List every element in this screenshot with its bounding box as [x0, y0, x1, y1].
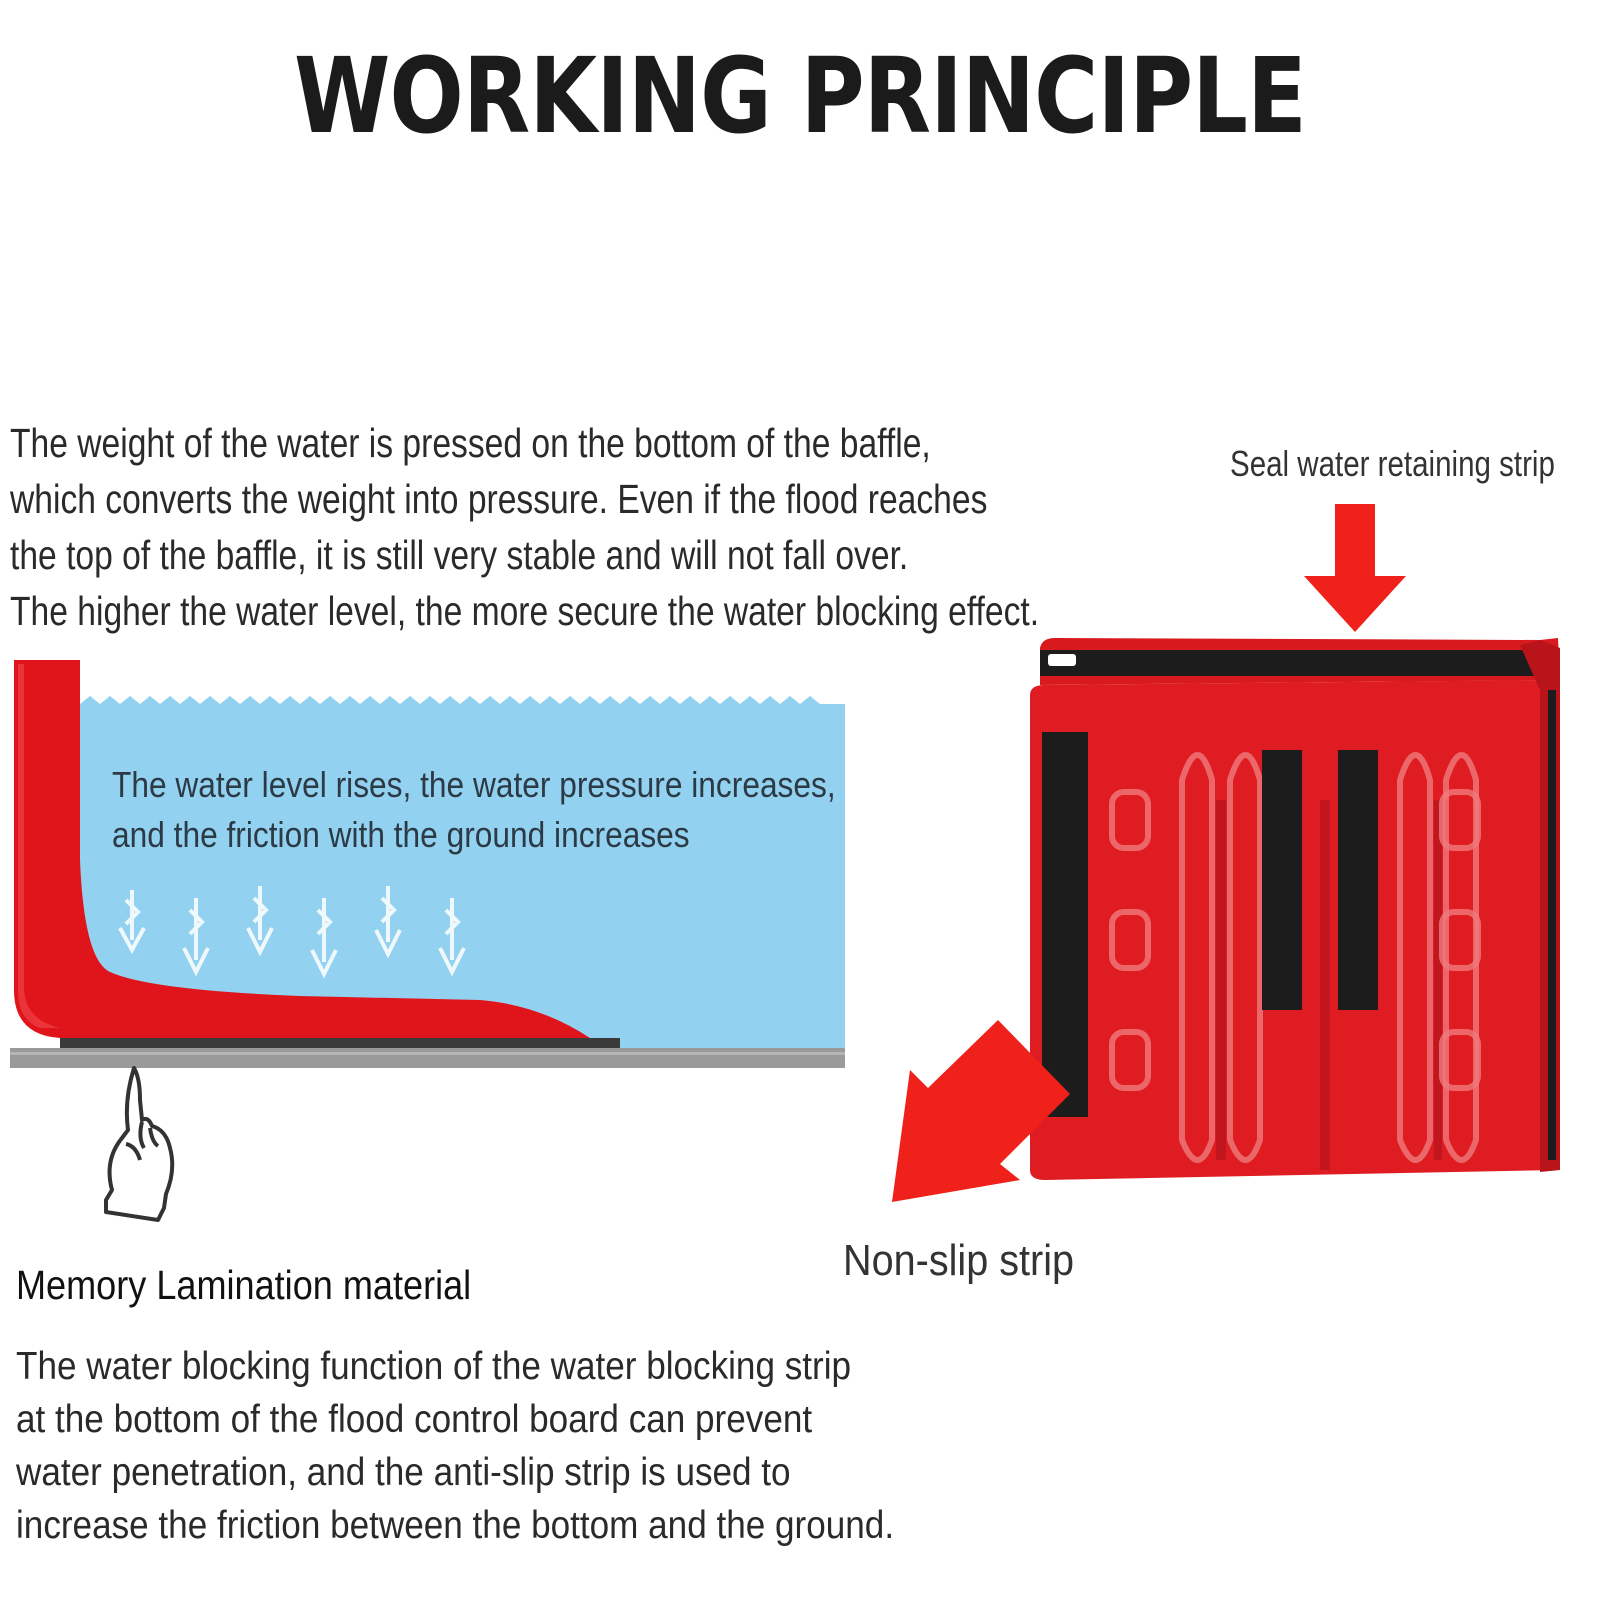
intro-line: the top of the baffle, it is still very …: [10, 532, 909, 578]
caption-line: and the friction with the ground increas…: [112, 814, 690, 855]
material-line: at the bottom of the flood control board…: [16, 1398, 813, 1441]
seal-strip-label: Seal water retaining strip: [1230, 443, 1555, 484]
non-slip-strip: [1042, 732, 1088, 1117]
caption-line: The water level rises, the water pressur…: [112, 764, 836, 805]
bottom-seal-strip: [60, 1038, 620, 1048]
material-heading: Memory Lamination material: [16, 1262, 472, 1308]
baffle-cross-section-diagram: [10, 660, 845, 1222]
material-line: The water blocking function of the water…: [16, 1345, 852, 1388]
ground-strip: [10, 1048, 845, 1068]
page-title: WORKING PRINCIPLE: [294, 35, 1307, 157]
down-arrow-icon: [182, 898, 210, 977]
down-arrow-icon: [374, 886, 402, 959]
down-arrow-icon: [118, 890, 146, 955]
non-slip-strip: [1338, 750, 1378, 1010]
non-slip-strip: [1262, 750, 1302, 1010]
material-line: water penetration, and the anti-slip str…: [16, 1451, 791, 1494]
material-paragraph: The water blocking function of the water…: [16, 1340, 916, 1552]
water-body: [80, 696, 845, 1048]
down-arrow-icon: [438, 898, 466, 977]
intro-paragraph: The weight of the water is pressed on th…: [10, 415, 1040, 639]
down-arrow-icon: [310, 898, 338, 979]
intro-line: which converts the weight into pressure.…: [10, 476, 988, 522]
seal-water-retaining-strip: [1040, 650, 1560, 676]
baffle-product-illustration: [892, 504, 1560, 1202]
non-slip-strip-label: Non-slip strip: [843, 1236, 1075, 1285]
non-slip-strip-arrow: [892, 1020, 1070, 1202]
pointing-hand-icon: [104, 1066, 175, 1222]
material-line: increase the friction between the bottom…: [16, 1504, 895, 1547]
down-arrow-icon: [246, 886, 274, 957]
baffle-profile: [14, 660, 590, 1038]
intro-line: The weight of the water is pressed on th…: [10, 420, 931, 466]
water-pressure-caption: The water level rises, the water pressur…: [112, 760, 904, 860]
intro-line: The higher the water level, the more sec…: [10, 588, 1040, 634]
seal-strip-arrow: [1304, 504, 1406, 632]
